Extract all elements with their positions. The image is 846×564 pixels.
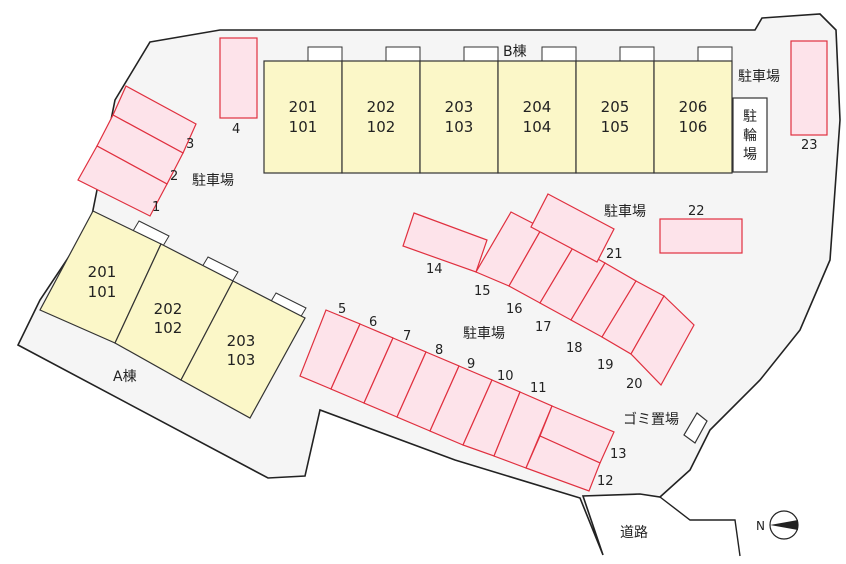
- parking-stall-1[interactable]: [77, 145, 168, 217]
- balcony: [619, 46, 655, 62]
- stall-number: 18: [566, 341, 583, 356]
- stall-number: 16: [506, 302, 523, 317]
- parking-stall-12[interactable]: [525, 435, 601, 492]
- unit-number: 201: [88, 263, 117, 281]
- stall-number: 22: [688, 204, 705, 219]
- unit-b-204[interactable]: [497, 60, 577, 174]
- unit-number: 205: [601, 98, 630, 116]
- stall-number: 23: [801, 138, 818, 153]
- unit-b-203[interactable]: [419, 60, 499, 174]
- unit-number: 203: [445, 98, 474, 116]
- unit-number: 202: [367, 98, 396, 116]
- unit-number: 101: [88, 283, 117, 301]
- stall-number: 8: [435, 343, 443, 358]
- parking-stall-4[interactable]: [219, 37, 258, 119]
- parking-stall-21[interactable]: [530, 193, 615, 263]
- unit-number: 105: [601, 118, 630, 136]
- stall-number: 3: [186, 137, 194, 152]
- parking-label: 駐車場: [604, 203, 646, 220]
- unit-b-205[interactable]: [575, 60, 655, 174]
- parking-label: 駐車場: [192, 172, 234, 189]
- unit-b-202[interactable]: [341, 60, 421, 174]
- unit-number: 104: [523, 118, 552, 136]
- parking-label: 駐車場: [738, 68, 780, 85]
- stall-number: 6: [369, 315, 377, 330]
- stall-number: 5: [338, 302, 346, 317]
- stall-number: 15: [474, 284, 491, 299]
- building-a: 201 101 202 102 203 103 A棟: [39, 210, 307, 419]
- north-arrow-icon: N: [756, 510, 799, 540]
- unit-number: 102: [367, 118, 396, 136]
- road-edge: [659, 496, 741, 557]
- stall-number: 9: [467, 357, 475, 372]
- stall-number: 14: [426, 262, 443, 277]
- stall-number: 21: [606, 247, 623, 262]
- garbage-area-label: ゴミ置場: [623, 411, 679, 428]
- unit-number: 103: [227, 351, 256, 369]
- balcony: [541, 46, 577, 62]
- stall-number: 11: [530, 381, 547, 396]
- building-a-label: A棟: [113, 369, 137, 385]
- balcony: [307, 46, 343, 62]
- stall-number: 13: [610, 447, 627, 462]
- balcony: [463, 46, 499, 62]
- bicycle-parking-label: 場: [743, 147, 757, 163]
- stall-number: 4: [232, 122, 240, 137]
- unit-number: 106: [679, 118, 708, 136]
- bicycle-parking[interactable]: [732, 97, 768, 173]
- unit-a-203[interactable]: [180, 280, 306, 419]
- stall-number: 10: [497, 369, 514, 384]
- bicycle-parking-label: 輪: [743, 127, 757, 144]
- road-label: 道路: [620, 525, 648, 541]
- unit-number: 101: [289, 118, 318, 136]
- parking-label: 駐車場: [463, 325, 505, 342]
- stall-number: 12: [597, 474, 614, 489]
- building-b: 201 101 202 102 203 103 204 104 205 105 …: [263, 44, 733, 174]
- stall-number: 20: [626, 377, 643, 392]
- stall-number: 19: [597, 358, 614, 373]
- garbage-area[interactable]: [683, 412, 708, 444]
- stall-number: 1: [152, 200, 160, 215]
- balcony: [385, 46, 421, 62]
- parking-stall-22[interactable]: [659, 218, 743, 254]
- stall-number: 7: [403, 329, 411, 344]
- parking-stall-23[interactable]: [790, 40, 828, 136]
- unit-number: 103: [445, 118, 474, 136]
- unit-number: 206: [679, 98, 708, 116]
- balcony: [697, 46, 733, 62]
- unit-number: 102: [154, 319, 183, 337]
- stall-number: 2: [170, 169, 178, 184]
- unit-b-201[interactable]: [263, 60, 343, 174]
- north-label: N: [756, 519, 765, 533]
- unit-b-206[interactable]: [653, 60, 733, 174]
- stall-number: 17: [535, 320, 552, 335]
- parking-stall-20[interactable]: [630, 295, 695, 387]
- building-b-label: B棟: [503, 44, 527, 60]
- unit-number: 204: [523, 98, 552, 116]
- unit-number: 202: [154, 300, 183, 318]
- unit-number: 203: [227, 332, 256, 350]
- unit-number: 201: [289, 98, 318, 116]
- bicycle-parking-label: 駐: [743, 109, 757, 125]
